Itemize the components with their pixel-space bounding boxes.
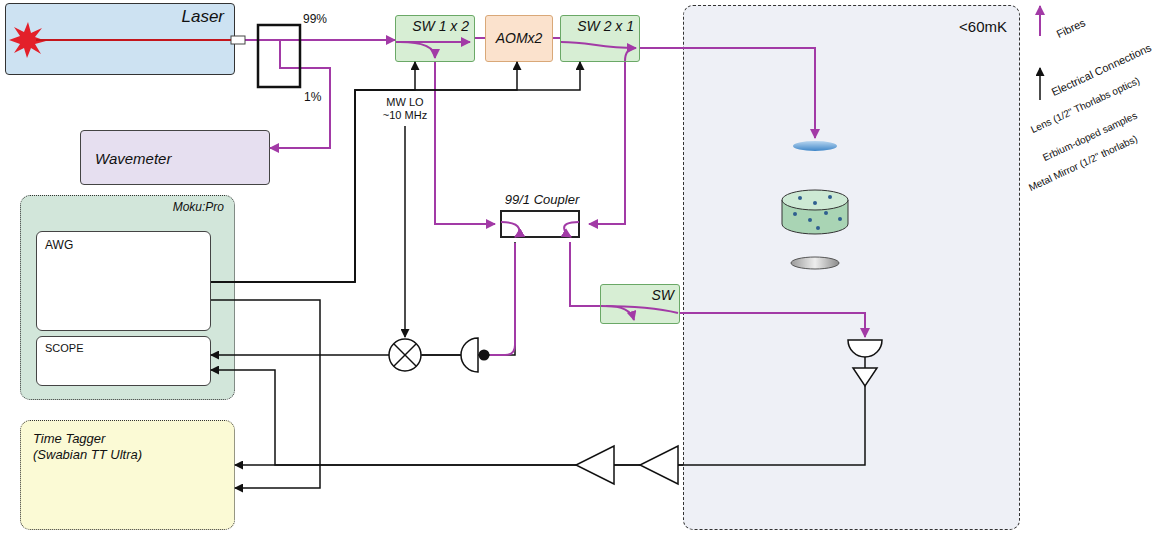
fibre-to-photodiode [490, 243, 515, 355]
metal-mirror [791, 257, 839, 269]
fibre-coupler: 99/1 Coupler [495, 192, 589, 242]
detector-chain [683, 340, 882, 465]
switch-paths [396, 42, 678, 320]
switch-box: SW 2 x 1 [560, 15, 640, 62]
node-label: <60mK [959, 18, 1007, 36]
laser-source [9, 22, 245, 58]
node-label: SCOPE [45, 342, 84, 355]
fibre-connector [475, 37, 485, 39]
wire-connector [211, 62, 517, 282]
fibre-connector [589, 62, 625, 224]
node-label: Moku:Pro [173, 200, 224, 214]
module-box: AWG [36, 231, 211, 331]
wire-connector [235, 464, 683, 466]
annotation-label: 99% [303, 12, 327, 26]
annotation-label: 1% [304, 90, 321, 104]
fibre-connector [553, 37, 560, 39]
beam-splitter [258, 25, 300, 87]
modulator-box: AOMx2 [485, 15, 553, 62]
fibre-connector [435, 62, 495, 224]
instrument-panel: Time Tagger (Swabian TT Ultra) [20, 420, 235, 530]
wire-connector [211, 62, 415, 282]
coupler-body [500, 210, 580, 238]
legend-wire-sample [1039, 68, 1041, 100]
cryostat-region: <60mK [683, 5, 1020, 530]
node-label: AOMx2 [486, 30, 552, 47]
wire-connector [211, 242, 515, 355]
photodiode [461, 338, 490, 372]
legend-text: Fibres [1054, 16, 1087, 41]
module-box: SCOPE [36, 336, 211, 386]
fibre-connector [570, 242, 600, 306]
switch-box: SW 1 x 2 [395, 15, 475, 62]
wire-connector [211, 300, 320, 488]
wire-connector [211, 370, 683, 465]
node-label: Wavemeter [95, 150, 171, 168]
instrument-panel: Moku:ProAWG SCOPE [20, 195, 235, 400]
node-label: Laser [181, 7, 224, 27]
node-label: SW 2 x 1 [577, 18, 634, 35]
legend-fibre-sample [1039, 6, 1041, 36]
node-label: SW [651, 287, 674, 304]
node-label: Time Tagger (Swabian TT Ultra) [33, 431, 155, 462]
laser-box: Laser [5, 3, 235, 75]
fibre-connector [235, 39, 395, 41]
node-label: 99/1 Coupler [495, 192, 589, 208]
wire-connector [211, 62, 580, 282]
node-label: SW 1 x 2 [412, 18, 469, 35]
lo-wire [404, 126, 406, 337]
lens [793, 141, 837, 151]
fibre-connector [640, 48, 815, 138]
annotation-label: MW LO ~10 MHz [377, 96, 433, 122]
erbium-sample [782, 190, 848, 234]
fibre-connector [235, 40, 330, 148]
amplifier-symbol [576, 446, 678, 484]
switch-box: SW [600, 284, 680, 324]
fibre-connector [680, 313, 865, 337]
mixer-symbol [389, 339, 461, 371]
instrument-box: Wavemeter [80, 130, 270, 185]
node-label: AWG [45, 238, 73, 252]
